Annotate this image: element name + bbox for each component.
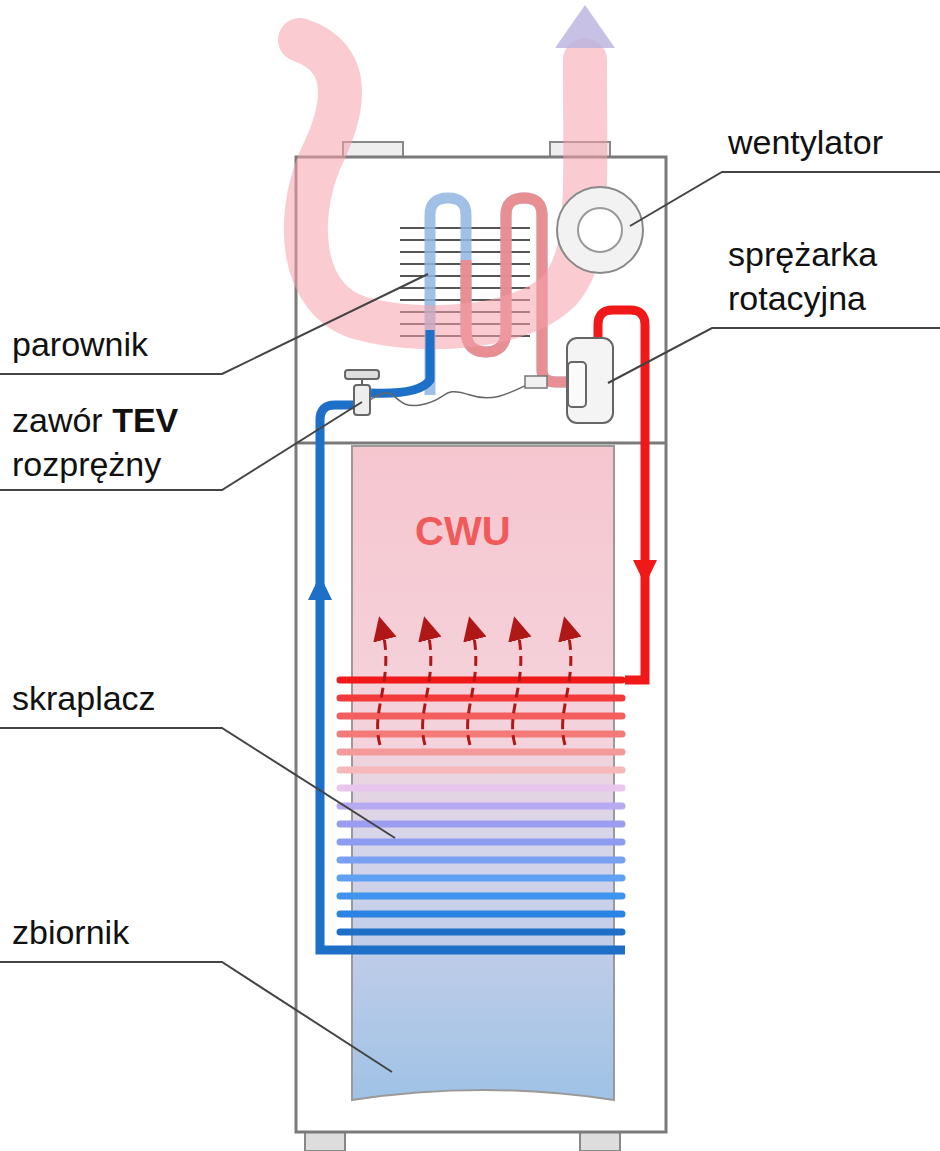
- fan-label: wentylator: [728, 120, 933, 164]
- tank-label: zbiornik: [12, 910, 222, 954]
- compressor-label: sprężarka rotacyjna: [728, 232, 933, 320]
- tank-content-label: CWU: [415, 508, 555, 554]
- evaporator-label: parownik: [12, 322, 222, 366]
- valve-label: zawór TEV rozprężny: [12, 398, 212, 486]
- condenser-label: skraplacz: [12, 676, 222, 720]
